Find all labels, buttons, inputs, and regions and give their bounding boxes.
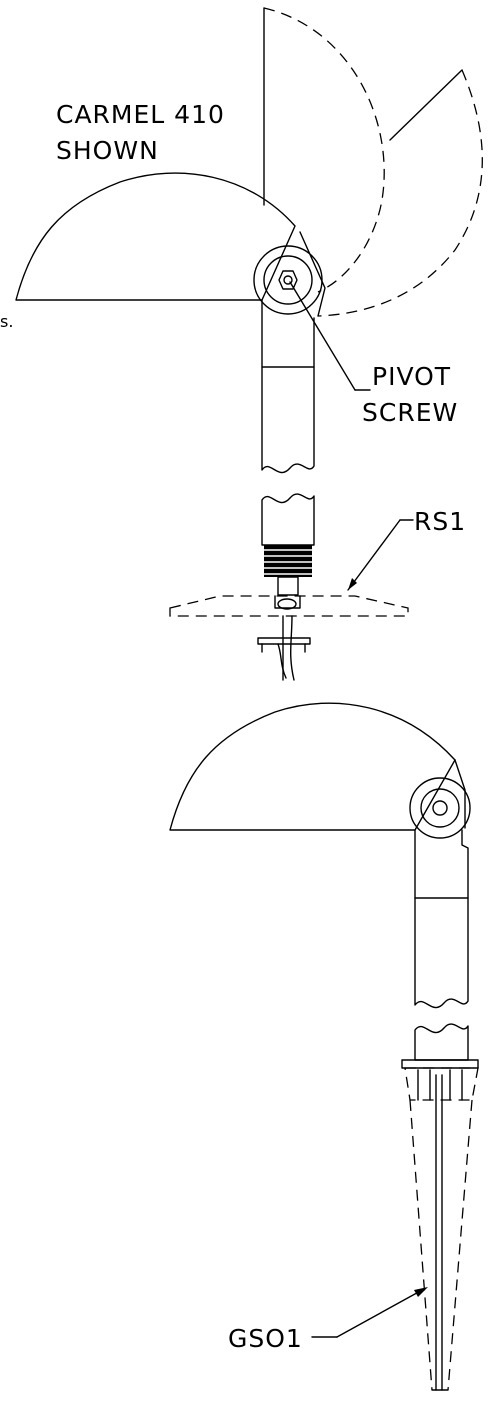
hinge-bracket-lower — [454, 759, 466, 829]
base-center-hole — [277, 598, 297, 610]
pivot-screw-head-icon — [278, 270, 298, 290]
pivot-knuckle-outer — [253, 245, 323, 315]
gso1-leader — [336, 1288, 425, 1338]
shade-rotated-vertical-dashed — [263, 7, 385, 293]
upper-stem-segment — [261, 299, 315, 474]
rs1-leader-arrow-icon — [348, 578, 357, 590]
threaded-nipple — [277, 576, 299, 596]
pivot-knuckle-lower-outer — [409, 777, 471, 839]
edge-text-fragment: s. — [0, 312, 13, 331]
ground-stake-body-dashed — [409, 1099, 473, 1391]
gso1-label: GSO1 — [228, 1324, 303, 1353]
pivot-screw-leader — [289, 281, 356, 391]
rs1-label: RS1 — [414, 507, 466, 536]
model-label-line1: CARMEL 410 — [56, 100, 225, 129]
lower-stem-segment — [261, 493, 315, 546]
pivot-knuckle-inner — [263, 255, 313, 305]
base-center-boss — [274, 595, 301, 609]
shade-dome-lower — [169, 702, 456, 831]
model-label-line2: SHOWN — [56, 136, 159, 165]
rs1-mounting-base-dashed — [169, 595, 409, 617]
shade-rotated-diagonal-dashed — [317, 69, 483, 317]
pivot-screw-lower-icon — [432, 800, 448, 816]
lower-fixture-lower-stem — [414, 1023, 469, 1061]
stake-collar-top — [401, 1059, 479, 1069]
shade-diagonal-edge — [389, 69, 463, 141]
pivot-knuckle-lower-inner — [420, 788, 460, 828]
top-fixture-assembly — [15, 7, 483, 681]
gso1-leader-arrow-icon — [414, 1287, 428, 1297]
bottom-fixture-assembly — [169, 702, 479, 1391]
wire-lead — [277, 643, 287, 679]
lower-fixture-upper-stem — [414, 829, 469, 1009]
hinge-bracket-outline — [299, 231, 326, 317]
pivot-screw-center — [283, 275, 293, 285]
pivot-label-line1: PIVOT — [372, 362, 451, 391]
pivot-label-line2: SCREW — [362, 398, 458, 427]
rs1-leader — [347, 519, 401, 591]
wire-connector-bar — [257, 637, 311, 645]
shade-dome — [15, 172, 296, 301]
wire-right — [289, 615, 295, 681]
